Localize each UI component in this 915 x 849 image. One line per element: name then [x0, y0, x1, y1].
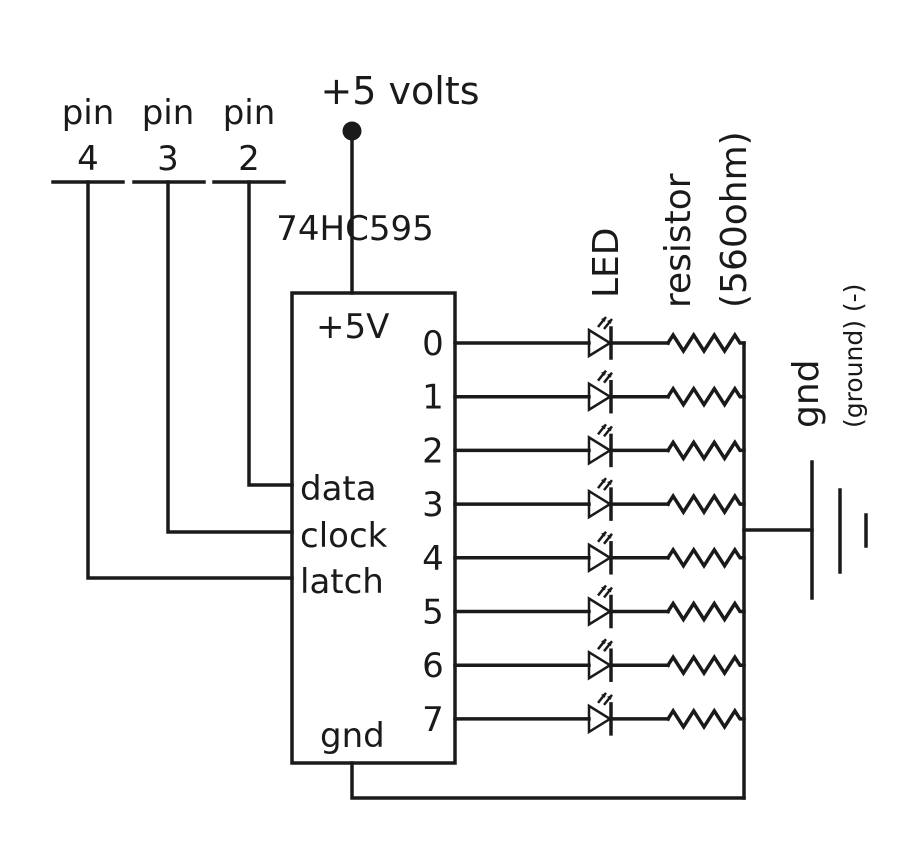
led-icon [587, 638, 613, 682]
resistor-icon [665, 331, 746, 355]
led-icon [587, 477, 613, 521]
chip-name: 74HC595 [276, 209, 433, 249]
data-wire [247, 180, 294, 487]
chip-input-clock: clock [300, 516, 388, 556]
resistor-icon [665, 707, 746, 731]
resistor-icon [665, 492, 746, 516]
output-channel: 5 [422, 584, 746, 633]
output-channel: 3 [422, 477, 746, 525]
output-label: 1 [422, 378, 444, 418]
led-icon [587, 316, 613, 360]
output-label: 2 [422, 431, 444, 471]
chip-body [290, 291, 457, 765]
resistor-value-label: (560ohm) [714, 131, 755, 308]
resistor-icon [665, 385, 746, 408]
led-icon [587, 584, 613, 629]
pin-2-header: pin 2 [212, 93, 286, 184]
ground-label: gnd [786, 359, 827, 428]
led-icon [587, 692, 613, 736]
output-channel: 0 [422, 316, 746, 364]
pin-3-word: pin [142, 93, 195, 133]
pin-4-word: pin [62, 93, 115, 133]
resistor-icon [665, 546, 746, 570]
chip-vcc-label: +5V [316, 307, 389, 347]
output-label: 6 [422, 646, 444, 686]
led-label: LED [586, 227, 627, 298]
output-channel: 4 [422, 531, 746, 579]
pin-3-header: pin 3 [132, 93, 206, 184]
chip-ground-return [350, 761, 746, 800]
resistor-icon [665, 439, 746, 462]
output-channels: 0 1 2 3 4 5 6 7 [422, 316, 746, 740]
pin-2-number: 2 [238, 139, 260, 179]
power-label: +5 volts [320, 69, 479, 113]
resistor-label: resistor [658, 173, 699, 308]
output-label: 4 [422, 539, 444, 579]
chip-input-data: data [300, 469, 377, 509]
pin-3-number: 3 [157, 139, 179, 179]
latch-wire [86, 180, 294, 580]
chip-gnd-label: gnd [320, 716, 385, 756]
output-channel: 2 [422, 423, 746, 471]
clock-wire [166, 180, 294, 534]
output-channel: 1 [422, 369, 746, 418]
pin-2-word: pin [223, 93, 276, 133]
chip-input-latch: latch [300, 562, 384, 602]
led-icon [587, 531, 613, 575]
led-icon [587, 369, 613, 414]
led-icon [587, 423, 613, 468]
output-label: 3 [422, 485, 444, 525]
ground-sub-label: (ground) (-) [839, 284, 868, 428]
ground-symbol-icon [810, 460, 868, 600]
pin-4-number: 4 [77, 139, 99, 179]
output-label: 0 [422, 324, 444, 364]
output-channel: 7 [422, 692, 746, 740]
pin-4-header: pin 4 [51, 93, 125, 184]
output-label: 7 [422, 700, 444, 740]
resistor-icon [665, 600, 746, 623]
resistor-icon [665, 653, 746, 677]
output-label: 5 [422, 593, 444, 633]
output-channel: 6 [422, 638, 746, 686]
